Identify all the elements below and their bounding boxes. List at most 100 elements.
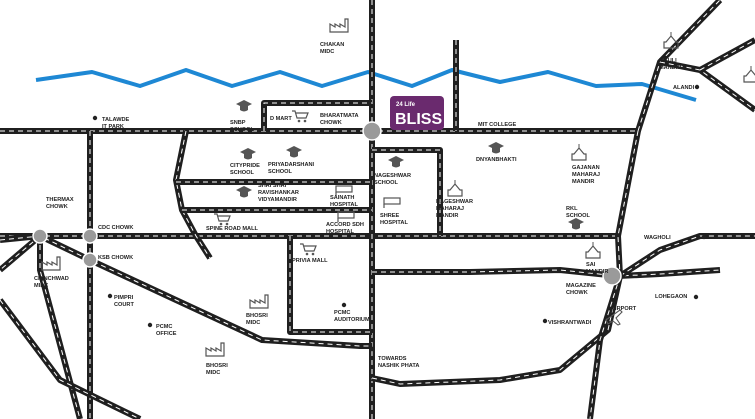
cart-icon-privia (300, 243, 317, 256)
temple-icon-nageshwar (447, 180, 463, 197)
cart-icon-spine-road-wheel (219, 222, 223, 226)
road-inner-loop-marking (175, 130, 211, 259)
cart-icon-spine-road-wheel-2 (225, 222, 229, 226)
cart-icon-spine-road (214, 213, 231, 226)
temple-icon-mauli (663, 32, 679, 49)
road-airport-marking (589, 275, 621, 419)
road-east-top-marking (699, 39, 755, 71)
cart-icon-privia-basket (300, 243, 317, 252)
school-icon-nageshwar (388, 156, 404, 168)
label-vishrantwadi: VISHRANTWADI (548, 320, 592, 326)
school-icon-priyadarshani (286, 146, 302, 158)
school-icon-citypride-base (244, 154, 252, 160)
school-icon-snbp-base (240, 106, 248, 112)
school-icon-dnyanbhakti-base (492, 148, 500, 154)
dot-talawde (92, 115, 98, 121)
label-cdc-chowk: CDC CHOWK (98, 225, 133, 231)
label-alandi: ALANDI (673, 85, 695, 91)
label-airport: AIRPORT (611, 306, 637, 312)
junction-bharatmata-marker (362, 121, 382, 141)
junction-magazine-marker (602, 266, 622, 286)
road-dmart-loop-marking (263, 102, 372, 131)
cart-icon-dmart (292, 110, 309, 123)
school-icon-nageshwar-base (392, 162, 400, 168)
temple-icon-east-outline (743, 69, 755, 83)
river (35, 68, 697, 102)
school-icon-citypride (240, 148, 256, 160)
temple-icon-gajanan (571, 144, 587, 161)
label-privia-mall: PRIVIA MALL (292, 258, 328, 264)
temple-icon-nageshwar-outline (447, 183, 463, 197)
cart-icon-privia-wheel (305, 252, 309, 256)
road-thermax-west (0, 233, 42, 273)
dot-pcmc-office (147, 322, 153, 328)
factory-icon-bhosri-2-outline (205, 342, 225, 357)
school-icon-ravishankar-base (240, 192, 248, 198)
hospital-icon-shree-bed (383, 197, 401, 205)
junction-ksb-marker (82, 252, 98, 268)
factory-icon-bhosri-1-outline (249, 294, 269, 309)
road-magazine-east-marking (619, 235, 755, 277)
factory-icon-chakan (329, 18, 349, 33)
school-icon-priyadarshani-base (290, 152, 298, 158)
factory-icon-bhosri-2 (205, 342, 225, 357)
label-wagholi: WAGHOLI (644, 235, 671, 241)
cart-icon-dmart-wheel-2 (303, 119, 307, 123)
cart-icon-spine-road-basket (214, 213, 231, 222)
label-dnyanbhakti: DNYANBHAKTI (476, 157, 517, 163)
factory-icon-chinchwad (41, 256, 61, 271)
hospital-icon-accord-bed (337, 211, 355, 219)
cart-icon-dmart-basket (292, 110, 309, 119)
dot-wagholi (701, 234, 707, 240)
cart-icon-privia-wheel-2 (311, 252, 315, 256)
junction-cdc-marker (82, 228, 98, 244)
road-east-diagonal-marking (371, 275, 621, 385)
road-thermax-south-marking (39, 236, 81, 419)
logo-name: BLISS (395, 111, 442, 128)
plane-icon-airport-outline (605, 309, 623, 326)
project-logo: 24 Life BLISS (390, 96, 444, 130)
label-lohegaon: LOHEGAON (655, 294, 687, 300)
hospital-icon-sainath-bed (335, 185, 353, 193)
dot-vishrantwadi (542, 318, 548, 324)
label-spine-road-mall: SPINE ROAD MALL (206, 226, 258, 232)
factory-icon-chakan-outline (329, 18, 349, 33)
road-privia-vertical-marking (289, 236, 372, 333)
temple-icon-sai-outline (585, 245, 601, 259)
factory-icon-bhosri-1 (249, 294, 269, 309)
temple-icon-east (743, 66, 755, 83)
cart-icon-dmart-wheel (297, 119, 301, 123)
plane-icon-airport (605, 309, 623, 326)
dot-alandi (694, 84, 700, 90)
factory-icon-chinchwad-outline (41, 256, 61, 271)
dot-nashik (369, 346, 375, 352)
temple-icon-mauli-outline (663, 35, 679, 49)
school-icon-snbp (236, 100, 252, 112)
dot-pcmc-auditorium (341, 302, 347, 308)
hospital-icon-shree (383, 197, 401, 208)
logo-badge (390, 96, 444, 130)
label-d-mart: D MART (270, 116, 292, 122)
logo-prefix: 24 Life (396, 102, 416, 108)
